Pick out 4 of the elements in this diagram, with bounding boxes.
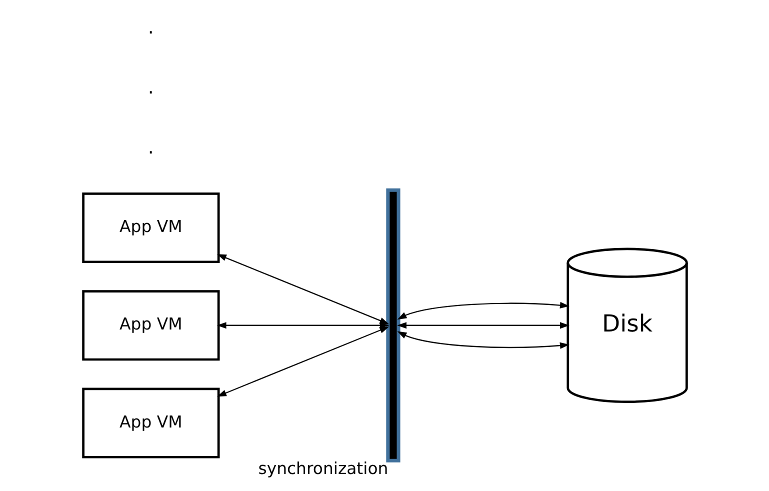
label: . [147, 16, 154, 38]
node-label: synchronization [258, 458, 388, 478]
label: . [147, 136, 154, 158]
label: . [147, 76, 154, 98]
